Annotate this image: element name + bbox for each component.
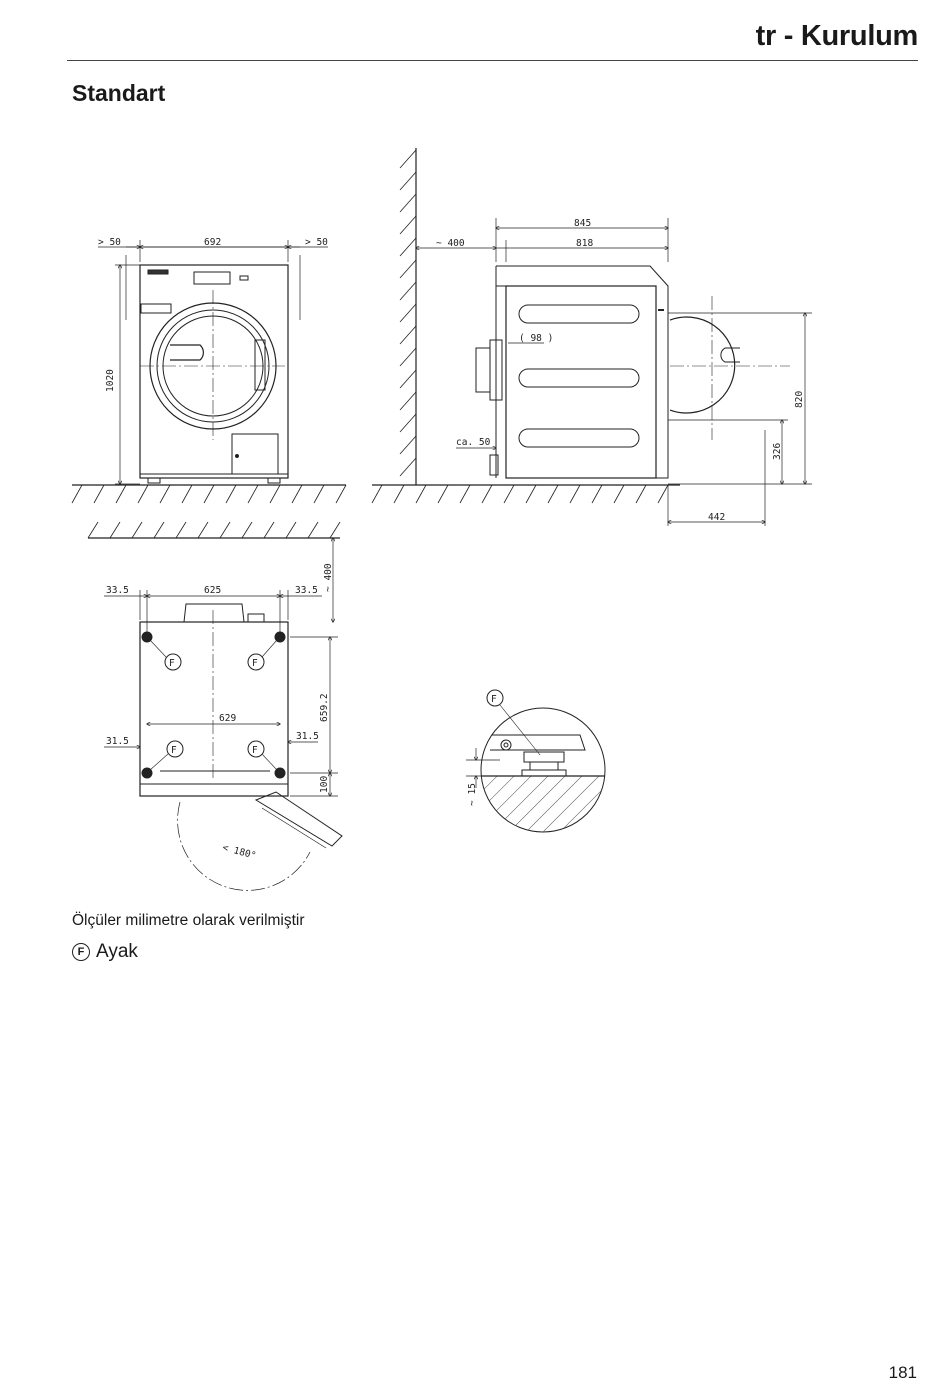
legend-label: Ayak	[96, 941, 138, 962]
top-view	[87, 521, 343, 891]
dimensions-caption: Ölçüler milimetre olarak verilmiştir	[72, 912, 305, 929]
front-dim-height: 1020	[105, 369, 116, 392]
top-foot-label-1: F	[169, 658, 175, 669]
side-dim-total-depth: 845	[574, 218, 591, 229]
top-dim-foot-depth: 659.2	[319, 693, 330, 722]
top-dim-foot-right: 31.5	[296, 731, 319, 742]
side-dim-door-bottom: 326	[772, 443, 783, 460]
top-dim-right-margin: 33.5	[295, 585, 318, 596]
page-number: 181	[888, 1363, 917, 1382]
side-dim-wall-gap: ~ 400	[436, 238, 465, 249]
top-dim-front: 100	[319, 776, 330, 793]
front-dim-side-right: > 50	[305, 237, 328, 248]
top-dim-foot-left: 31.5	[106, 736, 129, 747]
detail-view	[466, 689, 606, 833]
top-foot-label-3: F	[171, 745, 177, 756]
top-dim-left-margin: 33.5	[106, 585, 129, 596]
top-dim-angle: < 180°	[221, 842, 257, 862]
side-dim-door-width: 442	[708, 512, 725, 523]
page-header-title: tr - Kurulum	[755, 20, 919, 52]
detail-foot-label: F	[491, 694, 497, 705]
installation-dimension-drawing: > 50 692 > 50 1020	[71, 148, 812, 891]
front-dim-width: 692	[204, 237, 221, 248]
top-dim-wall: ~ 400	[323, 563, 334, 592]
side-dim-door-top: 820	[794, 391, 805, 408]
section-title: Standart	[72, 80, 166, 106]
side-view	[371, 148, 812, 526]
header-divider	[67, 60, 918, 61]
side-dim-body-depth: 818	[576, 238, 593, 249]
front-view	[71, 240, 347, 504]
front-dim-side-left: > 50	[98, 237, 121, 248]
detail-dim-height: ~ 15	[467, 783, 478, 806]
side-dim-98: ( 98 )	[519, 333, 553, 344]
foot-marker-icon: F	[72, 943, 90, 961]
top-foot-label-2: F	[252, 658, 258, 669]
top-dim-width: 625	[204, 585, 221, 596]
top-dim-foot-spacing: 629	[219, 713, 236, 724]
top-foot-label-4: F	[252, 745, 258, 756]
legend: F Ayak	[72, 941, 138, 963]
side-dim-ca50: ca. 50	[456, 437, 491, 448]
